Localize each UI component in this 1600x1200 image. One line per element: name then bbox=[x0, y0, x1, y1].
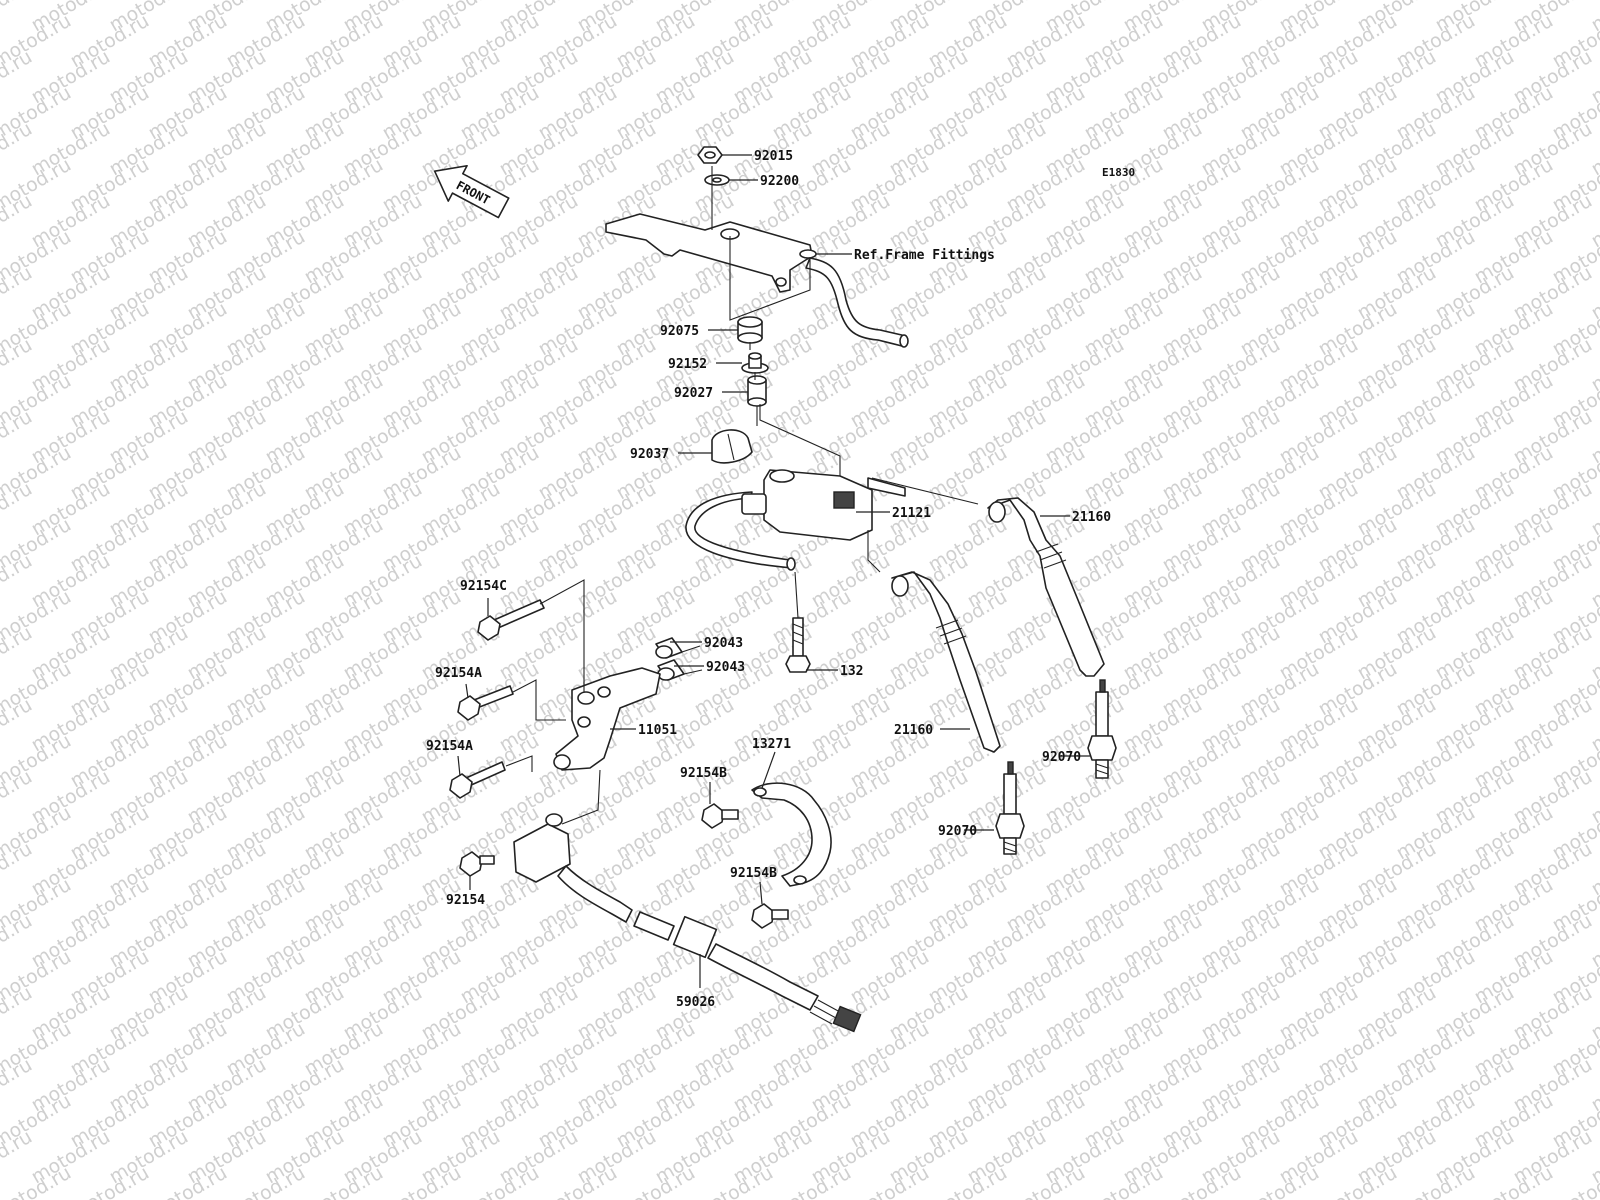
ignition-coil-21121-icon bbox=[685, 469, 906, 571]
front-arrow-icon: FRONT bbox=[433, 164, 510, 219]
label-132: 132 bbox=[840, 664, 863, 679]
pickup-coil-bracket-11051-icon bbox=[553, 667, 661, 771]
diagram-code: E1830 bbox=[1102, 166, 1135, 179]
label-92075: 92075 bbox=[660, 324, 699, 339]
label-92200: 92200 bbox=[760, 174, 799, 189]
label-21160-left: 21160 bbox=[894, 723, 933, 738]
spark-plug-92070-left-icon bbox=[995, 761, 1025, 855]
collar-92043-upper-icon bbox=[655, 637, 683, 659]
collar-92152-icon bbox=[741, 352, 769, 374]
collar-92027-icon bbox=[747, 375, 767, 407]
bolt-132-icon bbox=[785, 617, 811, 673]
spark-plug-92070-right-icon bbox=[1087, 679, 1117, 779]
label-92154b-upper: 92154B bbox=[680, 766, 727, 781]
nut-92015-icon bbox=[697, 146, 723, 164]
label-21121: 21121 bbox=[892, 506, 931, 521]
label-92154c: 92154C bbox=[460, 579, 507, 594]
label-92043-lower: 92043 bbox=[706, 660, 745, 675]
label-ref-frame-fittings: Ref.Frame Fittings bbox=[854, 248, 995, 263]
label-11051: 11051 bbox=[638, 723, 677, 738]
label-21160-right: 21160 bbox=[1072, 510, 1111, 525]
label-92154: 92154 bbox=[446, 893, 485, 908]
label-13271: 13271 bbox=[752, 737, 791, 752]
label-92154b-lower: 92154B bbox=[730, 866, 777, 881]
clamp-92037-icon bbox=[711, 429, 753, 464]
label-59026: 59026 bbox=[676, 995, 715, 1010]
callouts: 92015 92200 Ref.Frame Fittings 92075 921… bbox=[426, 149, 1111, 1010]
label-92043-upper: 92043 bbox=[704, 636, 743, 651]
label-92027: 92027 bbox=[674, 386, 713, 401]
screw-92154-icon bbox=[459, 851, 495, 877]
label-92070-left: 92070 bbox=[938, 824, 977, 839]
label-92154a-upper: 92154A bbox=[435, 666, 482, 681]
bolt-92154a-upper-icon bbox=[457, 685, 514, 721]
bolt-92154b-upper-icon bbox=[701, 803, 739, 829]
grommet-92075-icon bbox=[737, 316, 763, 344]
label-92154a-lower: 92154A bbox=[426, 739, 473, 754]
label-92037: 92037 bbox=[630, 447, 669, 462]
label-92070-right: 92070 bbox=[1042, 750, 1081, 765]
washer-92200-icon bbox=[704, 174, 730, 186]
collar-92043-lower-icon bbox=[657, 659, 685, 681]
bolt-92154a-lower-icon bbox=[449, 761, 506, 799]
bolt-92154b-lower-icon bbox=[751, 903, 789, 929]
label-92152: 92152 bbox=[668, 357, 707, 372]
label-92015: 92015 bbox=[754, 149, 793, 164]
